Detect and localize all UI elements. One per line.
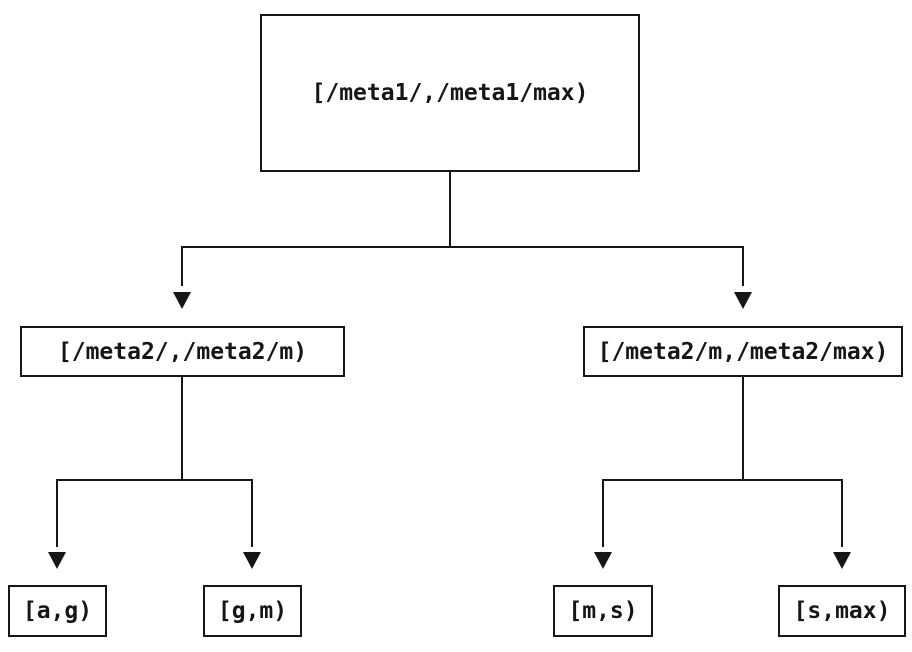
node-leaf-smax: [s,max) (778, 585, 906, 637)
node-leaf-ag: [a,g) (8, 585, 107, 637)
node-left-child-interval: [/meta2/,/meta2/m) (20, 326, 345, 377)
edge-root-to-children (181, 172, 744, 286)
node-leaf-gm: [g,m) (203, 585, 302, 637)
arrowhead-icon (173, 292, 191, 309)
node-root-interval: [/meta1/,/meta1/max) (260, 14, 640, 172)
arrowhead-icon (243, 552, 261, 569)
edge-left-child-to-leaves (56, 377, 253, 547)
arrowhead-icon (48, 552, 66, 569)
arrowhead-icon (734, 292, 752, 309)
arrowhead-icon (594, 552, 612, 569)
node-right-child-interval: [/meta2/m,/meta2/max) (583, 326, 903, 377)
arrowhead-icon (833, 552, 851, 569)
edge-right-child-to-leaves (602, 377, 843, 547)
node-leaf-ms: [m,s) (553, 585, 653, 637)
